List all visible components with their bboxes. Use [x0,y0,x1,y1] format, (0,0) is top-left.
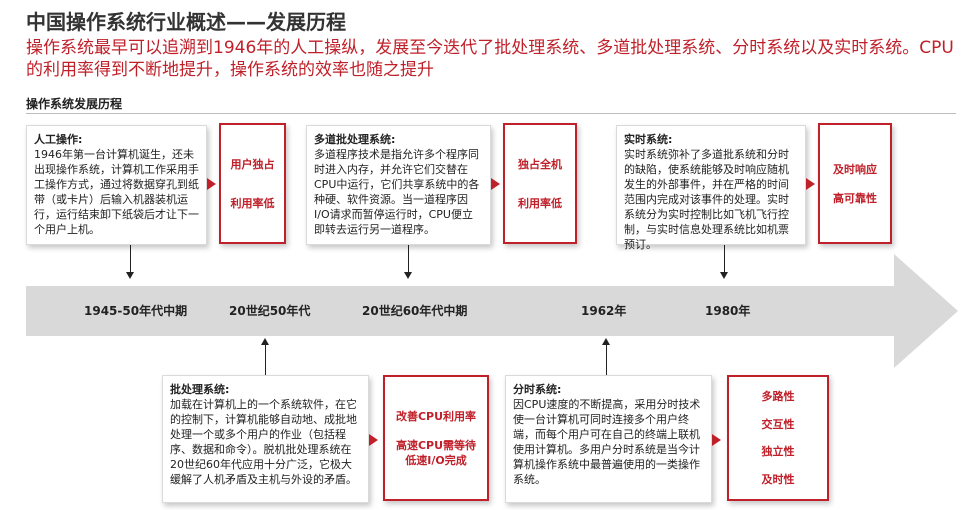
section-label: 操作系统发展历程 [26,97,123,111]
timeline-label-1960s: 20世纪60年代中期 [362,304,468,318]
stage-heading-timesharing: 分时系统: [513,383,562,396]
section-divider [26,113,956,114]
tag-low-utilization-2: 利用率低 [518,196,562,210]
tag-low-utilization: 利用率低 [230,196,275,210]
stage-tags-manual: 用户独占 利用率低 [219,123,286,244]
connector-manual [130,245,131,273]
tag-timely-response: 及时响应 [833,162,877,176]
stage-heading-batch: 批处理系统: [170,383,230,396]
stage-tags-timesharing: 多路性 交互性 独立性 及时性 [727,375,829,501]
stage-body-manual: 1946年第一台计算机诞生，还未出现操作系统，计算机工作采用手工操作方式，通过将… [34,148,199,236]
tag-multiplexity: 多路性 [761,390,795,404]
connector-realtime [724,245,725,273]
stage-heading-manual: 人工操作: [34,133,83,146]
pointer-multiprogram [491,178,500,190]
connector-realtime-arrow [720,272,728,279]
stage-body-batch: 加载在计算机上的一个系统软件，在它的控制下，计算机能够自动地、成批地处理一个或多… [170,398,357,486]
pointer-batch [369,434,378,446]
stage-body-realtime: 实时系统弥补了多道批系统和分时的缺陷，使系统能够及时响应随机发生的外部事件，并在… [624,148,789,251]
pointer-realtime [806,178,815,190]
connector-multiprogram-arrow [404,272,412,279]
connector-batch-arrow [261,338,269,345]
connector-multiprogram [408,245,409,273]
connector-timesharing-arrow [602,338,610,345]
timeline-arrow-shape [26,254,958,368]
stage-card-multiprogram: 多道批处理系统: 多道程序技术是指允许多个程序同时进入内存，并允许它们交替在CP… [306,125,491,245]
stage-tags-batch: 改善CPU利用率 高速CPU需等待低速I/O完成 [383,375,489,501]
stage-tags-multiprogram: 独占全机 利用率低 [503,123,577,244]
stage-heading-realtime: 实时系统: [624,133,673,146]
tag-user-exclusive: 用户独占 [230,157,275,171]
page-subtitle: 操作系统最早可以追溯到1946年的人工操纵，发展至今迭代了批处理系统、多道批处理… [26,38,954,80]
timeline-label-1962: 1962年 [581,304,627,318]
connector-manual-arrow [126,272,134,279]
stage-card-batch: 批处理系统: 加载在计算机上的一个系统软件，在它的控制下，计算机能够自动地、成批… [162,375,369,503]
timeline-arrow [26,254,958,368]
stage-tags-realtime: 及时响应 高可靠性 [818,123,892,244]
stage-heading-multiprogram: 多道批处理系统: [314,133,396,146]
tag-independence: 独立性 [761,445,795,459]
tag-improve-cpu: 改善CPU利用率 [395,409,477,423]
stage-card-manual: 人工操作: 1946年第一台计算机诞生，还未出现操作系统，计算机工作采用手工操作… [26,125,207,245]
tag-exclusive-machine: 独占全机 [518,157,562,171]
timeline-label-1980: 1980年 [705,304,751,318]
pointer-manual [207,178,216,190]
stage-body-timesharing: 因CPU速度的不断提高，采用分时技术使一台计算机可同时连接多个用户终端，而每个用… [513,398,701,486]
timeline-label-1945: 1945-50年代中期 [84,304,188,318]
tag-cpu-waits-io: 高速CPU需等待低速I/O完成 [395,438,477,467]
connector-batch [265,344,266,375]
page-title: 中国操作系统行业概述——发展历程 [26,10,346,34]
stage-card-timesharing: 分时系统: 因CPU速度的不断提高，采用分时技术使一台计算机可同时连接多个用户终… [505,375,712,503]
tag-interactivity: 交互性 [761,417,795,431]
tag-high-reliability: 高可靠性 [833,191,877,205]
timeline-label-1950s: 20世纪50年代 [229,304,311,318]
connector-timesharing [606,344,607,375]
pointer-timesharing [712,434,721,446]
stage-card-realtime: 实时系统: 实时系统弥补了多道批系统和分时的缺陷，使系统能够及时响应随机发生的外… [616,125,806,251]
tag-timeliness: 及时性 [761,472,795,486]
stage-body-multiprogram: 多道程序技术是指允许多个程序同时进入内存，并允许它们交替在CPU中运行，它们共享… [314,148,480,236]
